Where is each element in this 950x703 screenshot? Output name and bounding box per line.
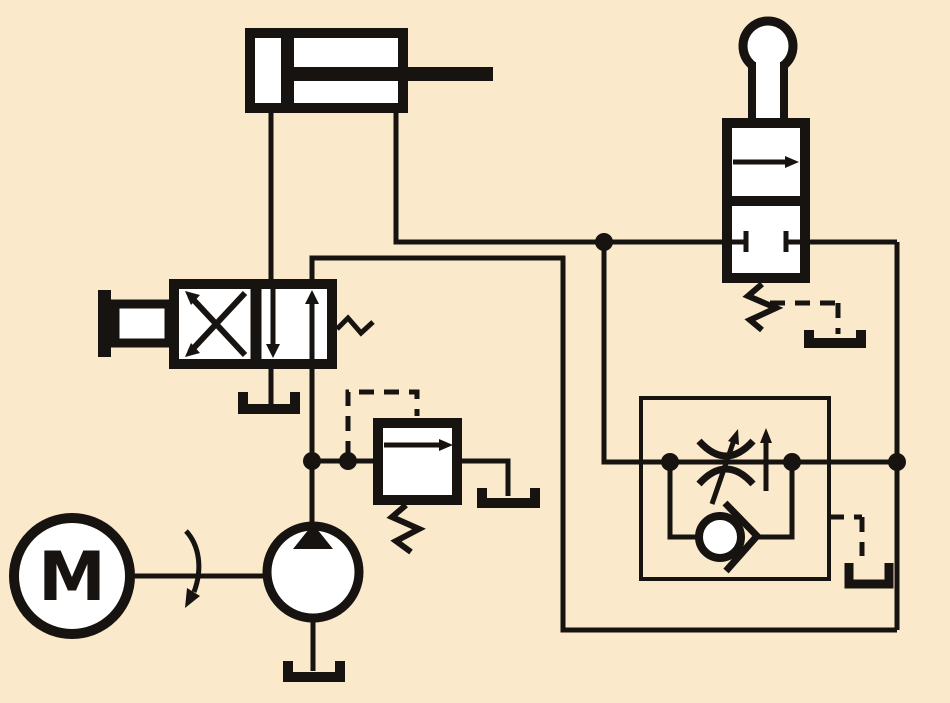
palm-stem-fill [756,45,780,120]
push-button-plunger [110,299,174,348]
cylinder-rod [294,67,493,81]
arrowhead-icon [185,343,200,357]
arrowhead-icon [760,428,772,443]
junction-dot [303,452,321,470]
junction-dot [888,453,906,471]
pump-outlet-triangle [293,524,333,549]
check-seat [722,500,762,574]
spring-icon [335,314,375,337]
arrowhead-icon [185,588,200,608]
pilot-line [345,389,420,456]
junction-dot [783,453,801,471]
tank-symbol [804,330,866,348]
palm-valve-symbol [722,16,866,348]
restrictor-bottom-arc [696,465,756,487]
relief-valve-symbol [345,389,540,555]
assembly-envelope [639,396,831,581]
rotation-arrow [184,529,202,593]
directional-valve-symbol [98,279,375,414]
relief-body [373,418,462,505]
junction-dot [595,233,613,251]
tank-symbol [844,563,894,589]
cylinder-symbol [245,28,493,113]
check-bypass-left [667,462,696,540]
junction-dot [339,452,357,470]
junction-dot [661,453,679,471]
arrowhead-icon [439,439,453,451]
tank-symbol [477,488,540,508]
line-rod-end [393,113,722,245]
arrowhead-icon [266,344,280,358]
check-ball [695,512,745,562]
arrowhead-icon [728,429,739,445]
push-button-end [98,290,111,357]
motor-label: M [38,538,106,617]
check-bypass-right [757,462,795,540]
tank-symbol [283,661,345,682]
spring-icon [742,281,784,333]
arrowhead-icon [785,156,799,168]
junction-dots [303,233,906,471]
restrictor-top-arc [696,438,756,460]
tank-symbol [238,392,300,414]
relief-outlet-line [462,458,511,496]
flow-control-assembly [639,396,894,589]
cylinder-piston [281,33,294,108]
line-bypass-loop [309,255,897,633]
restrictor-adjust-arrow [709,439,737,505]
pump-symbol [262,521,364,682]
spring-icon [386,502,426,555]
motor-symbol: M [9,513,264,639]
dcv-cross-line2 [187,290,248,355]
arrowhead-icon [185,291,200,305]
arrowhead-icon [305,290,319,304]
